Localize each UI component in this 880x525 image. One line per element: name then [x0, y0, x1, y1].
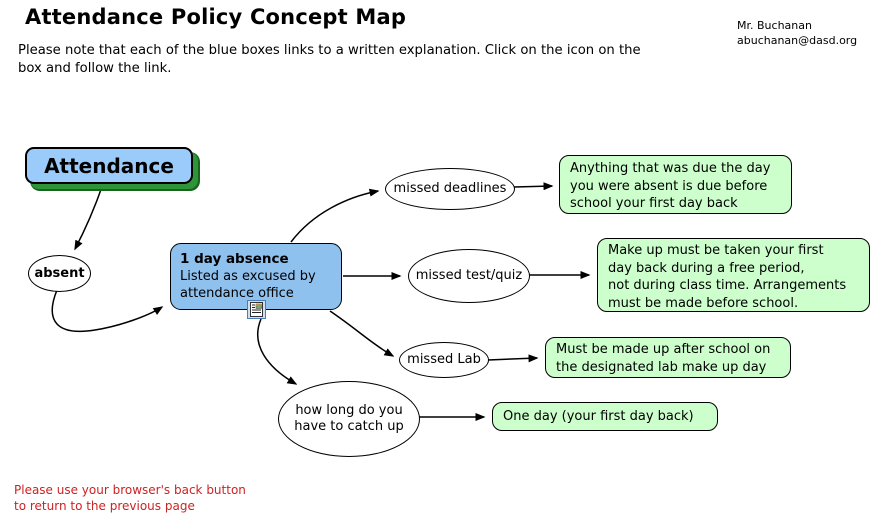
node-how-long-line2: have to catch up: [294, 419, 404, 434]
node-missed-lab-label: missed Lab: [407, 352, 481, 367]
node-how-long-line1: how long do you: [295, 403, 403, 418]
page-title: Attendance Policy Concept Map: [25, 5, 407, 29]
linked-document-icon[interactable]: [247, 300, 266, 319]
node-absent: absent: [28, 255, 91, 292]
node-missed-deadlines-label: missed deadlines: [393, 181, 507, 196]
node-1-day-absence-line1: Listed as excused by: [180, 269, 316, 284]
contact-email: abuchanan@dasd.org: [737, 34, 858, 47]
answer-line: Anything that was due the day: [570, 161, 771, 176]
node-missed-lab: missed Lab: [399, 342, 489, 378]
node-missed-test-quiz-label: missed test/quiz: [415, 268, 523, 283]
answer-line: Must be made up after school on: [556, 342, 771, 357]
node-how-long-to-catch-up: how long do you have to catch up: [278, 381, 420, 457]
answer-missed-test-quiz: Make up must be taken your first day bac…: [597, 238, 870, 312]
answer-line: One day (your first day back): [503, 408, 694, 424]
node-1-day-absence-line2: attendance office: [180, 286, 294, 301]
answer-how-long: One day (your first day back): [492, 402, 718, 431]
node-1-day-absence-title: 1 day absence: [180, 251, 289, 267]
contact-name: Mr. Buchanan: [737, 19, 812, 32]
answer-line: Make up must be taken your first: [608, 243, 824, 258]
answer-missed-lab: Must be made up after school on the desi…: [545, 337, 791, 378]
node-missed-deadlines: missed deadlines: [385, 168, 515, 210]
back-button-note: Please use your browser's back button to…: [14, 482, 246, 514]
back-button-note-line1: Please use your browser's back button: [14, 483, 246, 497]
answer-line: school your first day back: [570, 196, 738, 211]
contact-info: Mr. Buchanan abuchanan@dasd.org: [737, 18, 857, 48]
node-attendance-label: Attendance: [44, 153, 174, 178]
answer-line: must be made before school.: [608, 295, 799, 311]
node-missed-test-quiz: missed test/quiz: [408, 249, 530, 303]
answer-line: the designated lab make up day: [556, 359, 767, 375]
answer-missed-deadlines: Anything that was due the day you were a…: [559, 155, 792, 214]
answer-line: not during class time. Arrangements: [608, 278, 847, 293]
back-button-note-line2: to return to the previous page: [14, 499, 195, 513]
node-absent-label: absent: [34, 265, 85, 281]
node-attendance[interactable]: Attendance: [25, 147, 193, 184]
node-1-day-absence[interactable]: 1 day absence Listed as excused by atten…: [170, 243, 342, 310]
answer-line: day back during a free period,: [608, 260, 805, 276]
page-subtitle: Please note that each of the blue boxes …: [18, 43, 641, 76]
answer-line: you were absent is due before: [570, 178, 768, 194]
